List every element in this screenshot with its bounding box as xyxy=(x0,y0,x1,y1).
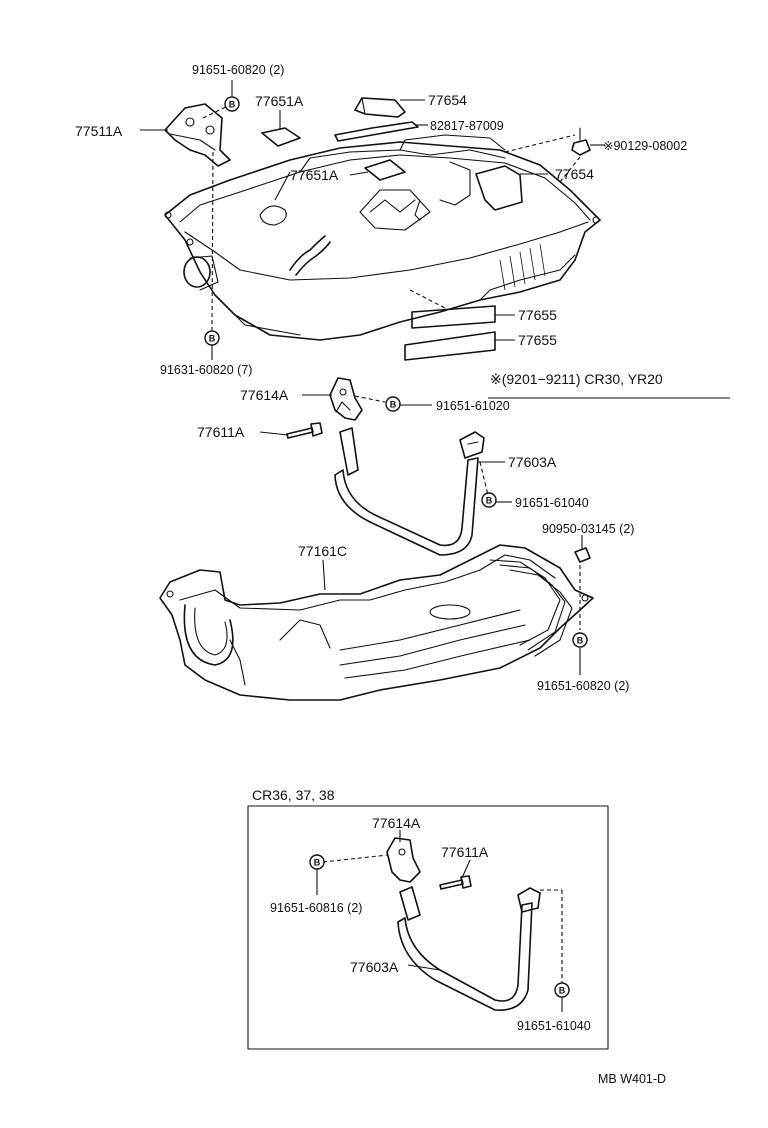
label-bolt-upper: 91651-61020 xyxy=(436,399,510,413)
inset-label-bolt-small: 77611A xyxy=(441,844,489,860)
svg-text:B: B xyxy=(229,100,236,110)
bolt-marker-band: B xyxy=(481,492,497,508)
pad-77654-mid xyxy=(475,165,523,211)
label-protector-1: 77655 xyxy=(518,307,557,323)
pad-77651a-mid xyxy=(364,159,406,181)
inset-label-clamp: 77614A xyxy=(372,815,421,831)
bolt-marker-left: B xyxy=(204,330,220,346)
label-pad-top-right: 77654 xyxy=(428,92,467,108)
bracket-77511a xyxy=(164,103,231,167)
label-bolt-right: 91651-60820 (2) xyxy=(537,679,629,693)
inset-label-bolt-band: 91651-61040 xyxy=(517,1019,591,1033)
label-bolt-small: 77611A xyxy=(197,424,245,440)
inset-band-77603a xyxy=(399,886,421,921)
bolt-77611a xyxy=(286,422,323,439)
label-top-bolt: 91651-60820 (2) xyxy=(192,63,284,77)
bolt-marker-upper-clamp: B xyxy=(385,396,401,412)
protector-77655 xyxy=(404,305,496,361)
label-bolt-left: 91631-60820 (7) xyxy=(160,363,252,377)
label-pad-mid-right: 77654 xyxy=(555,166,594,182)
label-protector-2: 77655 xyxy=(518,332,557,348)
nut-90129-08002 xyxy=(571,127,591,156)
inset-label-band: 77603A xyxy=(350,959,399,975)
label-bracket: 77511A xyxy=(75,123,123,139)
middle-dashed-guides xyxy=(354,395,581,630)
label-pad-top-left: 77651A xyxy=(255,93,304,109)
label-pad-mid: 77651A xyxy=(290,167,339,183)
nut-90950-03145 xyxy=(574,547,591,563)
inset-title: CR36, 37, 38 xyxy=(252,787,335,803)
label-nut-qty: 90950-03145 (2) xyxy=(542,522,634,536)
upper-fuel-tank xyxy=(164,134,601,341)
leader-lines xyxy=(140,80,730,675)
label-bolt-band: 91651-61040 xyxy=(515,496,589,510)
tank-protector-77161c xyxy=(159,544,594,701)
label-note-range: ※(9201−9211) CR30, YR20 xyxy=(490,371,663,387)
svg-text:B: B xyxy=(486,496,493,506)
label-clamp-upper: 77614A xyxy=(240,387,289,403)
footer-code: MB W401-D xyxy=(598,1072,666,1086)
bolt-marker-right: B xyxy=(572,632,588,648)
label-hose-clamp: 82817-87009 xyxy=(430,119,504,133)
label-nut-star: ※90129-08002 xyxy=(603,139,687,153)
upper-dashed-guides xyxy=(202,103,581,331)
label-band-upper: 77603A xyxy=(508,454,557,470)
inset-cr36-37-38: CR36, 37, 38 B B 77614A 77611A 91651-608… xyxy=(247,787,609,1050)
label-tank-main: 77161C xyxy=(298,543,347,559)
inset-label-bolt-qty: 91651-60816 (2) xyxy=(270,901,362,915)
hose-clamp-82817-87009 xyxy=(334,121,419,142)
svg-text:B: B xyxy=(559,986,566,996)
pad-77654-top xyxy=(354,97,406,118)
band-77603a xyxy=(334,427,485,556)
svg-text:B: B xyxy=(314,858,321,868)
bolt-marker-top: B xyxy=(224,96,240,112)
svg-text:B: B xyxy=(577,636,584,646)
clamp-77614a xyxy=(329,377,363,421)
svg-text:B: B xyxy=(209,334,216,344)
pad-77651a-top xyxy=(261,127,301,147)
inset-bolt-77611a xyxy=(439,879,464,890)
inset-clamp-77614a xyxy=(386,837,421,883)
svg-text:B: B xyxy=(390,400,397,410)
